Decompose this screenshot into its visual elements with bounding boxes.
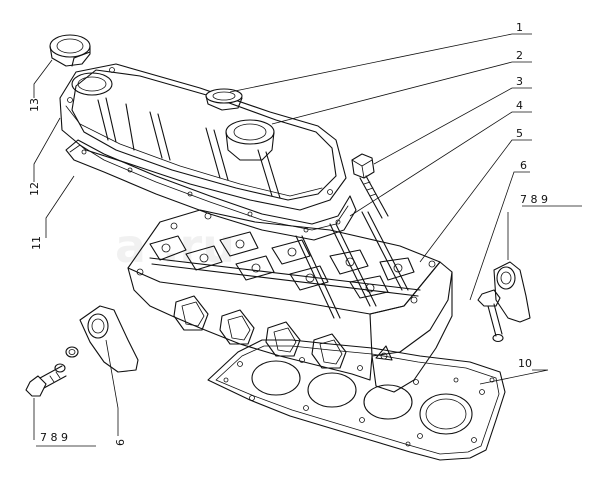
oil-filler-cap [49,34,91,67]
callout-3: 3 [516,75,523,88]
callout-7-8-9-left: 7 8 9 [40,431,68,444]
push-rods [295,211,409,319]
leader-lines [33,33,582,447]
callout-6-right: 6 [520,159,527,172]
cylinder-head [127,209,453,393]
callout-11: 11 [30,236,43,250]
valve-cover [59,63,347,211]
callout-7-8-9-right: 7 8 9 [520,193,548,206]
callout-12: 12 [28,182,41,196]
right-cover-plate [477,261,531,343]
callout-2: 2 [516,49,523,62]
callout-13: 13 [28,98,41,112]
valve-cover-gasket [65,139,357,241]
left-cover-plate [79,305,139,373]
callout-4: 4 [516,99,523,112]
callout-1: 1 [516,21,523,34]
rubber-plug [205,88,243,111]
left-fasteners [25,346,79,397]
callout-10: 10 [518,357,532,370]
callout-5: 5 [516,127,523,140]
watermark-text: a .ru [115,219,235,273]
head-gasket [207,339,506,461]
cover-stud-nut [351,153,389,219]
callout-6-left: 6 [114,439,127,446]
